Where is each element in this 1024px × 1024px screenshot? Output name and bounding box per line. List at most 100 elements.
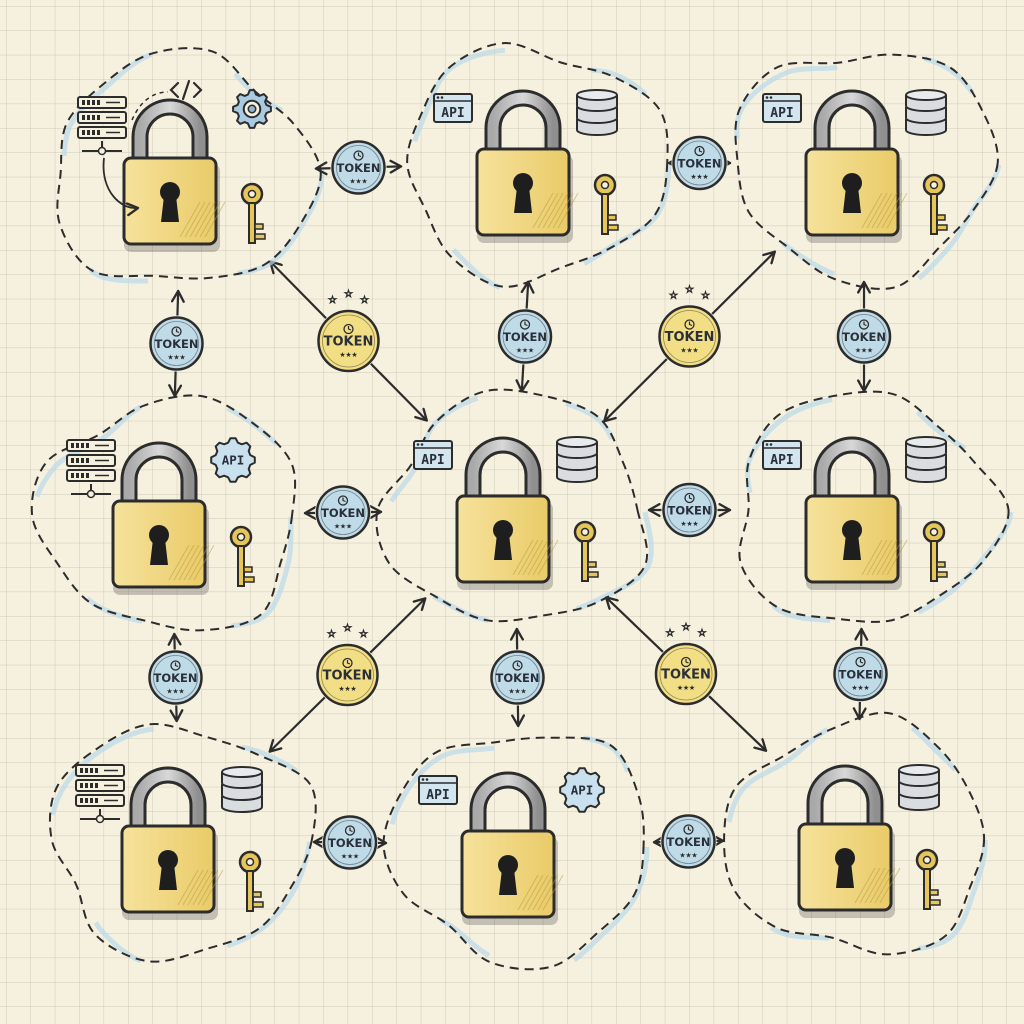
svg-text:★: ★ <box>508 688 514 696</box>
clock-icon <box>353 150 364 161</box>
svg-text:★: ★ <box>690 173 696 181</box>
token-label: TOKEN <box>154 337 198 351</box>
sparkle-icon: ☆☆☆ <box>328 289 370 307</box>
svg-text:★: ★ <box>680 347 686 355</box>
padlock-icon <box>804 436 908 590</box>
node-n3[interactable]: API <box>734 50 1002 293</box>
svg-text:★: ★ <box>351 351 357 359</box>
svg-text:★: ★ <box>686 520 692 528</box>
node-n6[interactable]: API <box>738 390 1014 626</box>
key-icon <box>915 848 941 910</box>
sparkle-icon: ☆☆☆ <box>669 284 711 302</box>
api-gear-label: API <box>571 783 594 798</box>
node-wash <box>408 47 672 293</box>
stars-icon: ★★★ <box>167 354 185 362</box>
svg-text:★: ★ <box>851 684 857 692</box>
stars-icon: ★★★ <box>680 520 698 528</box>
api-label: API <box>770 453 793 468</box>
node-n7[interactable] <box>48 723 319 968</box>
token-badge[interactable]: TOKEN★★★☆☆☆ <box>316 289 381 373</box>
svg-text:★: ★ <box>345 351 351 359</box>
clock-icon <box>519 319 531 330</box>
tokens-layer: TOKEN★★★TOKEN★★★TOKEN★★★TOKEN★★★TOKEN★★★… <box>147 135 892 871</box>
svg-text:★: ★ <box>679 852 685 860</box>
svg-text:★: ★ <box>166 688 172 696</box>
svg-text:★: ★ <box>683 684 689 692</box>
node-boundary <box>48 723 317 963</box>
token-badge[interactable]: TOKEN★★★ <box>836 308 892 365</box>
token-badge[interactable]: TOKEN★★★☆☆☆ <box>315 623 380 707</box>
token-badge[interactable]: TOKEN ★★★ <box>148 315 205 372</box>
svg-text:★: ★ <box>179 354 185 362</box>
svg-text:★: ★ <box>696 173 702 181</box>
token-badge[interactable]: TOKEN★★★ <box>832 646 889 702</box>
node-boundary <box>382 736 645 971</box>
svg-text:☆: ☆ <box>698 628 707 639</box>
svg-text:★: ★ <box>689 684 695 692</box>
token-badge[interactable]: TOKEN ★★★ ☆☆☆ <box>657 284 722 369</box>
svg-text:★: ★ <box>339 351 345 359</box>
svg-text:★: ★ <box>528 347 534 355</box>
svg-text:★: ★ <box>341 853 347 861</box>
svg-text:☆: ☆ <box>682 622 691 633</box>
svg-text:★: ★ <box>334 523 340 531</box>
token-badge[interactable]: TOKEN★★★ <box>315 484 371 541</box>
token-label: TOKEN <box>336 161 380 175</box>
token-badge[interactable]: TOKEN★★★ <box>330 139 387 196</box>
api-label: API <box>421 453 444 468</box>
svg-text:★: ★ <box>173 354 179 362</box>
token-label: TOKEN <box>666 835 710 849</box>
clock-icon <box>343 323 354 335</box>
clock-icon <box>684 319 695 330</box>
token-label: TOKEN <box>321 506 365 520</box>
node-n5[interactable]: API <box>375 388 654 625</box>
svg-text:★: ★ <box>361 178 367 186</box>
token-badge[interactable]: TOKEN★★★☆☆☆ <box>654 622 718 706</box>
database-icon <box>905 89 947 136</box>
token-badge[interactable]: TOKEN★★★ <box>147 649 204 706</box>
svg-text:★: ★ <box>857 684 863 692</box>
key-icon <box>229 525 255 587</box>
stars-icon: ★★★ <box>851 684 869 692</box>
key-icon <box>922 520 948 582</box>
token-badge[interactable]: TOKEN★★★ <box>660 813 717 870</box>
svg-text:☆: ☆ <box>685 285 694 296</box>
svg-text:★: ★ <box>692 520 698 528</box>
node-boundary <box>56 47 322 280</box>
flow-arrow <box>102 157 140 217</box>
node-boundary <box>30 394 297 632</box>
token-label: TOKEN <box>665 330 715 345</box>
token-label: TOKEN <box>323 669 373 684</box>
node-boundary <box>723 711 986 956</box>
stars-icon: ★★★ <box>166 688 184 696</box>
token-badge[interactable]: TOKEN★★★ <box>661 482 718 538</box>
key-icon <box>573 520 599 582</box>
node-wash <box>386 733 650 974</box>
node-n4[interactable]: API <box>30 394 298 632</box>
clock-icon <box>512 660 523 671</box>
clock-icon <box>342 657 353 669</box>
token-badge[interactable]: TOKEN★★★ <box>671 135 728 191</box>
database-icon <box>898 764 940 811</box>
token-label: TOKEN <box>328 836 372 850</box>
token-badge[interactable]: TOKEN★★★ <box>497 308 553 365</box>
node-wash <box>724 713 988 953</box>
svg-text:★: ★ <box>349 178 355 186</box>
stars-icon: ★★★ <box>680 347 698 355</box>
padlock-icon <box>455 436 559 590</box>
svg-text:★: ★ <box>178 688 184 696</box>
node-n9[interactable] <box>723 711 988 956</box>
database-icon <box>576 89 618 136</box>
token-badge[interactable]: TOKEN★★★ <box>489 649 546 706</box>
clock-icon <box>694 145 705 157</box>
node-n2[interactable]: API <box>406 42 672 293</box>
node-boundary <box>734 53 999 290</box>
svg-text:★: ★ <box>346 523 352 531</box>
svg-text:★: ★ <box>340 523 346 531</box>
node-n1[interactable] <box>56 47 325 284</box>
clock-icon <box>344 825 356 836</box>
stars-icon: ★★★ <box>341 853 359 861</box>
token-badge[interactable]: TOKEN ★★★ <box>322 814 378 871</box>
